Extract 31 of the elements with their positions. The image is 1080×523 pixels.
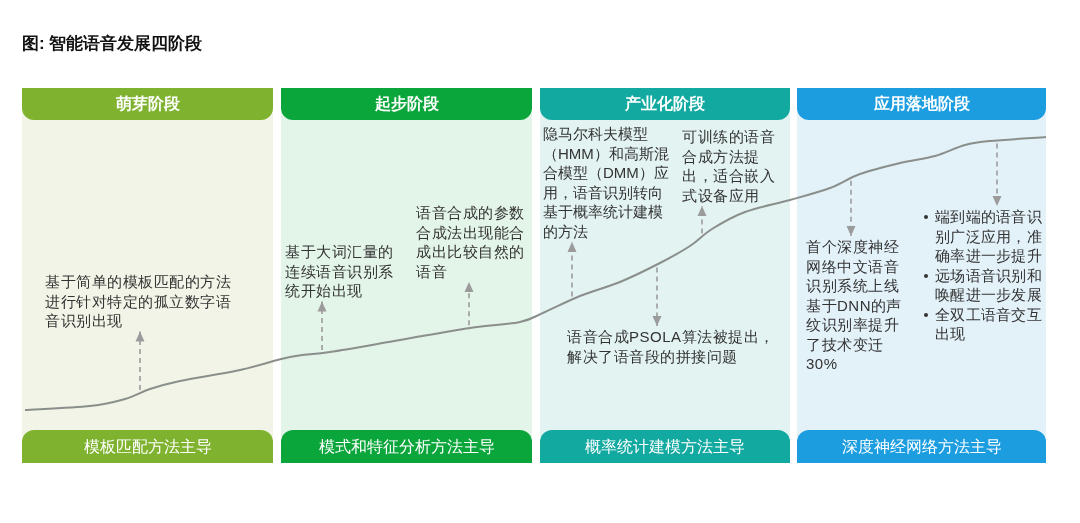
annotation-text: 基于大词汇量的连续语音识别系统开始出现	[285, 242, 401, 301]
dashed-arrow	[652, 266, 662, 327]
diagram-title: 图: 智能语音发展四阶段	[22, 33, 203, 55]
phase-panel	[540, 88, 790, 463]
annotation-text: 基于简单的模板匹配的方法进行针对特定的孤立数字语音识别出现	[45, 272, 243, 331]
annotation-text: 语音合成PSOLA算法被提出，解决了语音段的拼接问题	[567, 327, 782, 366]
phase-panel	[281, 88, 532, 463]
annotation-text: 语音合成的参数合成法出现能合成出比较自然的语音	[416, 203, 532, 281]
annotation-text: 隐马尔科夫模型（HMM）和高斯混合模型（DMM）应用，语音识别转向基于概率统计建模的方法	[543, 124, 677, 241]
phase-panel	[22, 88, 273, 463]
dashed-arrow	[846, 180, 856, 237]
annotation-text: 可训练的语音合成方法提出，适合嵌入式设备应用	[682, 127, 788, 205]
dashed-arrow	[135, 330, 145, 391]
dashed-arrow	[697, 205, 707, 235]
annotation-text: 首个深度神经网络中文语音识别系统上线基于DNN的声纹识别率提升了技术变迁30%	[806, 237, 906, 374]
dashed-arrow	[992, 142, 1002, 207]
phase-header: 萌芽阶段	[22, 88, 273, 120]
dashed-arrow	[317, 300, 327, 351]
bullet-text: 远场语音识别和唤醒进一步发展	[935, 265, 1044, 305]
bullet-text: 端到端的语音识别广泛应用，准确率进一步提升	[935, 207, 1044, 266]
phase-header: 产业化阶段	[540, 88, 790, 120]
dashed-arrow	[567, 241, 577, 298]
phase-footer: 模式和特征分析方法主导	[281, 430, 532, 463]
phase-header: 应用落地阶段	[797, 88, 1046, 120]
phase-footer: 概率统计建模方法主导	[540, 430, 790, 463]
phase-footer: 模板匹配方法主导	[22, 430, 273, 463]
phase-panel	[797, 88, 1046, 463]
phase-header: 起步阶段	[281, 88, 532, 120]
bullet-text: 全双工语音交互出现	[935, 304, 1044, 344]
phase-footer: 深度神经网络方法主导	[797, 430, 1046, 463]
dashed-arrow	[464, 281, 474, 326]
